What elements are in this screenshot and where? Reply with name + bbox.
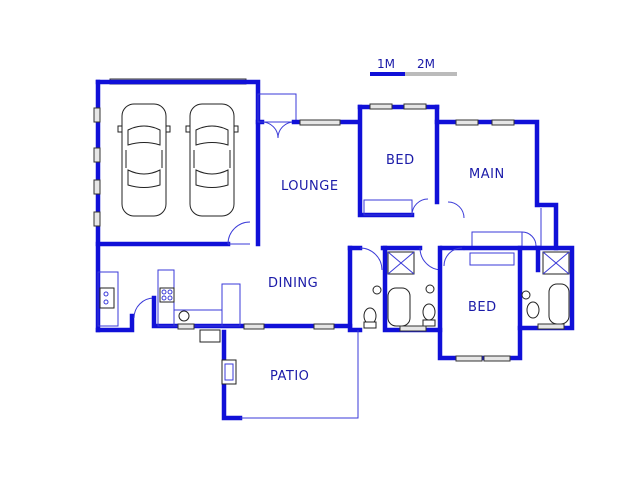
scale-label-1m: 1M — [377, 57, 395, 71]
lounge-walls — [255, 93, 361, 139]
main-bedroom-walls — [434, 119, 559, 251]
patio-walls — [221, 329, 359, 421]
bed-2-walls — [455, 252, 515, 362]
scale-bar: 1M 2M — [370, 57, 457, 76]
room-label-lounge: LOUNGE — [281, 179, 339, 194]
bathroom-walls — [347, 245, 575, 361]
car-right — [185, 103, 239, 217]
room-label-dining: DINING — [268, 276, 318, 291]
kitchen-walls — [95, 269, 353, 343]
car-left — [117, 103, 171, 217]
bed-1-walls — [357, 103, 440, 218]
scale-label-2m: 2M — [417, 57, 435, 71]
room-label-bed-2: BED — [468, 300, 497, 315]
room-label-bed-1: BED — [386, 153, 415, 168]
room-label-main: MAIN — [469, 167, 505, 182]
room-label-patio: PATIO — [270, 369, 309, 384]
